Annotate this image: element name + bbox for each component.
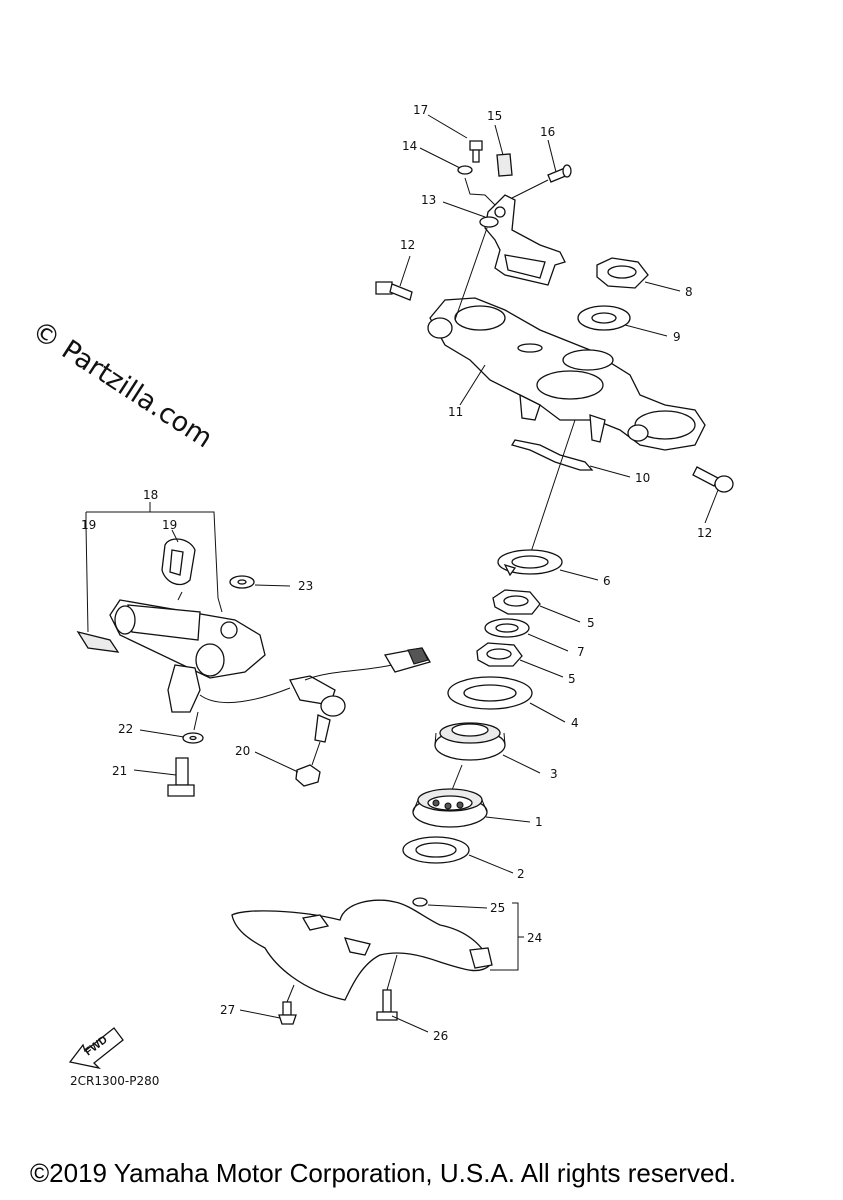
- clip-nut-15: [496, 153, 513, 177]
- washer-23: [229, 575, 255, 589]
- cover-24: [231, 899, 493, 1001]
- callout-12-bottom: 12: [697, 526, 712, 540]
- copyright-notice: ©2019 Yamaha Motor Corporation, U.S.A. A…: [30, 1158, 737, 1188]
- callout-3: 3: [550, 767, 558, 781]
- callout-13: 13: [421, 193, 436, 207]
- ball-race-1: [412, 788, 488, 828]
- steering-nut-8: [596, 257, 649, 289]
- callout-6: 6: [603, 574, 611, 588]
- washer-22: [182, 732, 204, 744]
- callout-19-left: 19: [81, 518, 96, 532]
- lock-washer-6: [497, 549, 563, 577]
- bolt-21: [167, 757, 195, 797]
- screw-16: [547, 164, 572, 183]
- callout-8: 8: [685, 285, 693, 299]
- upper-bracket-11: [427, 297, 706, 451]
- ring-nut-5-lower: [476, 642, 523, 667]
- collar-14: [457, 165, 473, 175]
- callout-22: 22: [118, 722, 133, 736]
- bolt-26: [376, 989, 398, 1021]
- bracket-bolt-17: [469, 140, 483, 163]
- grommet-13: [479, 216, 499, 228]
- ring-nut-5-upper: [492, 589, 541, 615]
- callout-4: 4: [571, 716, 579, 730]
- callout-9: 9: [673, 330, 681, 344]
- dust-seal-2: [402, 836, 470, 864]
- ball-race-3: [434, 722, 506, 761]
- callout-5-upper: 5: [587, 616, 595, 630]
- callout-15: 15: [487, 109, 502, 123]
- pinch-bolt-12-right: [692, 466, 734, 493]
- callout-27: 27: [220, 1003, 235, 1017]
- callout-25: 25: [490, 901, 505, 915]
- rubber-band-19-left: [76, 630, 120, 653]
- callout-17: 17: [413, 103, 428, 117]
- nut-20: [295, 764, 321, 787]
- callout-21: 21: [112, 764, 127, 778]
- callout-12-top: 12: [400, 238, 415, 252]
- callout-14: 14: [402, 139, 417, 153]
- rivet-27: [278, 1001, 297, 1025]
- collar-25: [412, 897, 428, 907]
- steering-damper-assembly: [109, 599, 431, 743]
- callout-1: 1: [535, 815, 543, 829]
- pinch-bolt-12-left: [375, 281, 413, 301]
- callout-23: 23: [298, 579, 313, 593]
- partzilla-watermark: © Partzilla.com: [26, 315, 218, 454]
- callout-7: 7: [577, 645, 585, 659]
- callout-18: 18: [143, 488, 158, 502]
- callout-2: 2: [517, 867, 525, 881]
- callout-5-lower: 5: [568, 672, 576, 686]
- fwd-arrow-icon: FWD: [68, 1027, 124, 1070]
- callout-labels: 1 2 3 4 5 5 6 7 8 9 10 11 12 12 13 14 15…: [81, 103, 712, 1043]
- diagram-code: 2CR1300-P280: [70, 1074, 159, 1088]
- callout-19-right: 19: [162, 518, 177, 532]
- handlebar-bracket: [484, 194, 566, 286]
- leader-lines: [85, 114, 719, 1033]
- washer-9: [577, 305, 631, 331]
- callout-26: 26: [433, 1029, 448, 1043]
- rubber-washer-7: [484, 618, 530, 638]
- lock-washer-10: [511, 439, 594, 471]
- callout-11: 11: [448, 405, 463, 419]
- callout-24: 24: [527, 931, 542, 945]
- rubber-band-19-right: [161, 538, 196, 586]
- callout-20: 20: [235, 744, 250, 758]
- callout-16: 16: [540, 125, 555, 139]
- dust-seal-4: [447, 676, 533, 710]
- callout-10: 10: [635, 471, 650, 485]
